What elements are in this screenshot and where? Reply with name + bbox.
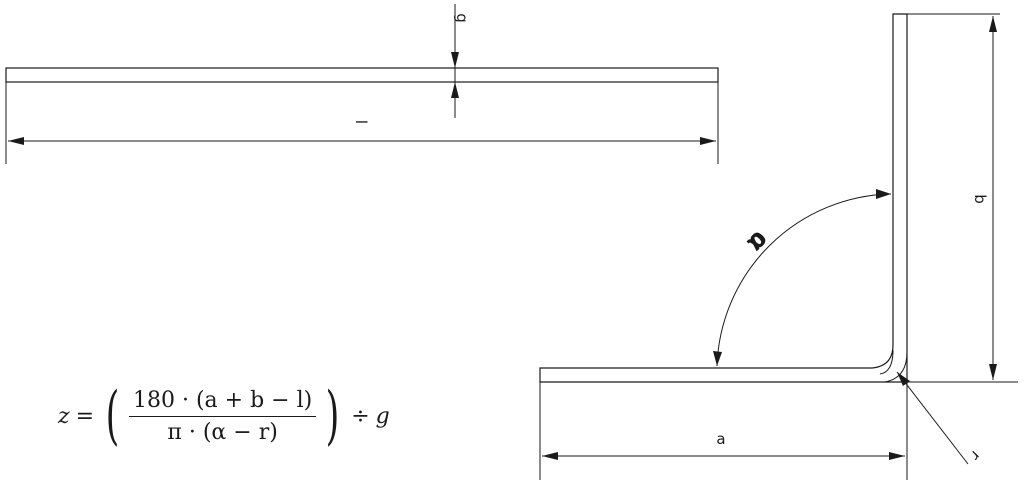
angle-dimension: α (713, 189, 892, 367)
leg-b-label: b (971, 194, 989, 204)
formula-equals: = (75, 403, 95, 429)
formula-divide: ÷ (351, 403, 370, 429)
length-dimension: l (8, 120, 716, 145)
formula-lhs: z (58, 403, 70, 429)
leg-b-dimension: b (971, 16, 997, 380)
thickness-dimension: g (451, 4, 471, 118)
radius-label: r (966, 447, 984, 465)
leg-a-dimension: a (542, 430, 905, 460)
leg-a-label: a (716, 430, 725, 448)
radius-leader: r (896, 371, 984, 465)
formula-denominator: π · (α − r) (167, 419, 278, 445)
left-paren: ( (105, 379, 120, 453)
thickness-label: g (453, 13, 471, 23)
length-label: l (352, 120, 370, 124)
flat-strip (5, 67, 719, 164)
right-paren: ) (325, 379, 340, 453)
formula-divisor: g (375, 403, 390, 429)
formula-fraction: 180 · (a + b − l) π · (α − r) (129, 388, 317, 445)
formula-numerator: 180 · (a + b − l) (129, 388, 317, 417)
bend-formula: z = ( 180 · (a + b − l) π · (α − r) ) ÷ … (58, 376, 390, 456)
angle-label: α (741, 225, 775, 259)
bent-profile (539, 13, 1018, 480)
